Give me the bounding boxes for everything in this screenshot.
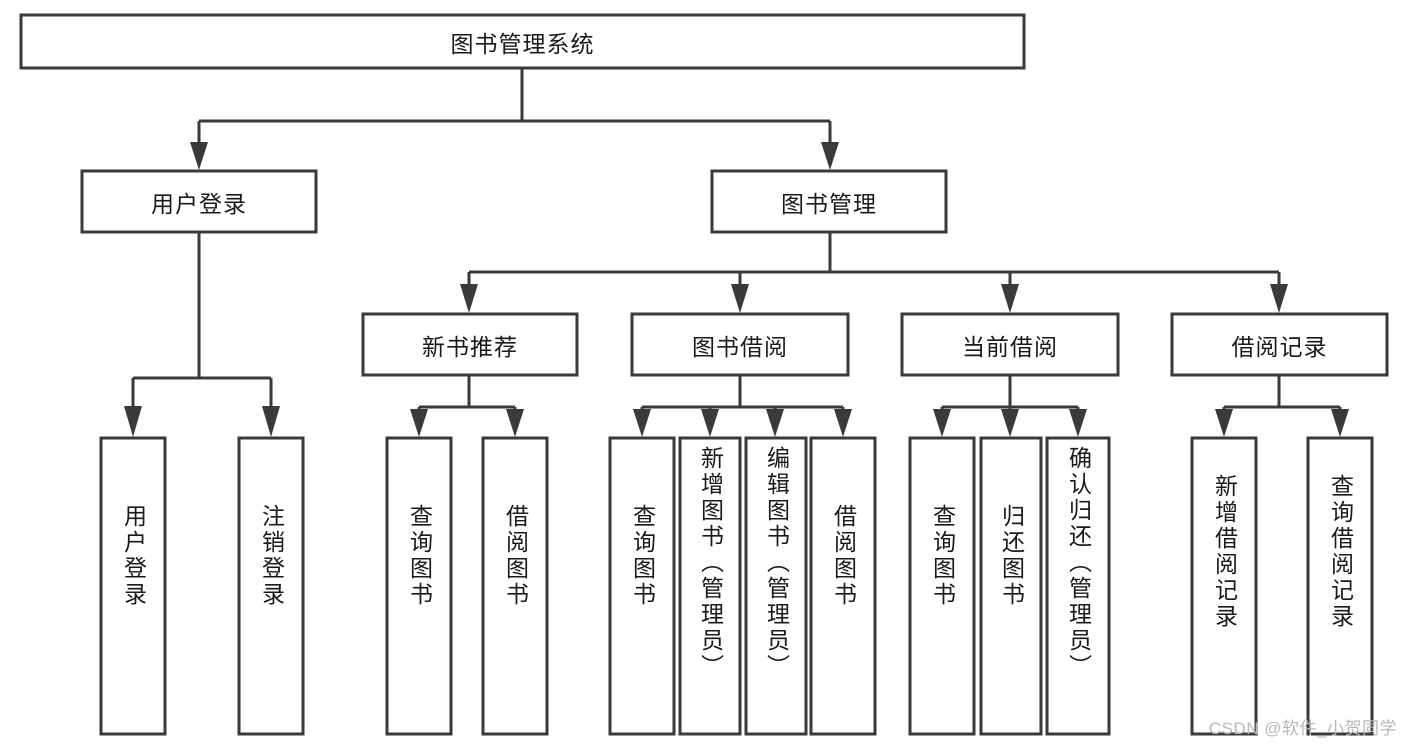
node-leaf-current-borrow-2[interactable] [979, 436, 1043, 736]
node-leaf-book-borrow-3[interactable] [744, 436, 808, 736]
node-leaf-borrow-record-2[interactable] [1306, 436, 1374, 736]
arrow-head-leaf-book-borrow-2 [701, 409, 719, 437]
node-leaf-user-login-1[interactable] [99, 436, 167, 736]
connector-group-user-login [124, 232, 280, 437]
node-root-book-management-system[interactable] [19, 13, 1026, 70]
connector-group-book-borrow [633, 375, 852, 437]
arrow-head-leaf-borrow-record-2 [1331, 409, 1349, 437]
node-borrow-record[interactable] [1170, 312, 1389, 377]
arrow-head-leaf-user-login-1 [124, 406, 142, 437]
arrow-head-leaf-new-book-2 [506, 409, 524, 437]
node-leaf-book-borrow-1[interactable] [608, 436, 676, 736]
node-leaf-current-borrow-1[interactable] [908, 436, 976, 736]
node-leaf-book-borrow-2[interactable] [678, 436, 742, 736]
arrow-head-leaf-book-borrow-1 [633, 409, 651, 437]
arrow-head-leaf-current-borrow-3 [1069, 409, 1087, 437]
connector-group-root [190, 68, 839, 170]
node-leaf-current-borrow-3[interactable] [1045, 436, 1111, 736]
arrow-head-leaf-new-book-1 [410, 409, 428, 437]
arrow-head-leaf-book-borrow-3 [766, 409, 784, 437]
arrow-head-book-mgmt [821, 142, 839, 170]
node-leaf-new-book-1[interactable] [385, 436, 453, 736]
arrow-head-leaf-current-borrow-2 [1001, 409, 1019, 437]
connector-group-borrow-record [1215, 375, 1349, 437]
node-new-book-recommend[interactable] [361, 312, 579, 377]
node-leaf-user-login-2[interactable] [237, 436, 305, 736]
arrow-head-leaf-book-borrow-4 [834, 409, 852, 437]
connector-group-book-mgmt [460, 232, 1288, 313]
arrow-head-user-login [190, 142, 208, 170]
connector-group-current-borrow [933, 375, 1087, 437]
node-user-login[interactable] [80, 169, 318, 234]
arrow-head-book-borrow [731, 284, 749, 313]
arrow-head-current-borrow [1001, 284, 1019, 313]
node-leaf-new-book-2[interactable] [481, 436, 549, 736]
arrow-head-new-book-recommend [460, 284, 478, 313]
arrow-head-leaf-borrow-record-1 [1215, 409, 1233, 437]
connector-group-new-book-recommend [410, 375, 524, 437]
arrow-head-leaf-current-borrow-1 [933, 409, 951, 437]
node-leaf-borrow-record-1[interactable] [1190, 436, 1258, 736]
node-book-management[interactable] [710, 169, 948, 234]
arrow-head-leaf-user-login-2 [262, 406, 280, 437]
arrow-head-borrow-record [1270, 284, 1288, 313]
node-current-borrow[interactable] [900, 312, 1120, 377]
node-leaf-book-borrow-4[interactable] [809, 436, 877, 736]
node-book-borrow[interactable] [630, 312, 850, 377]
